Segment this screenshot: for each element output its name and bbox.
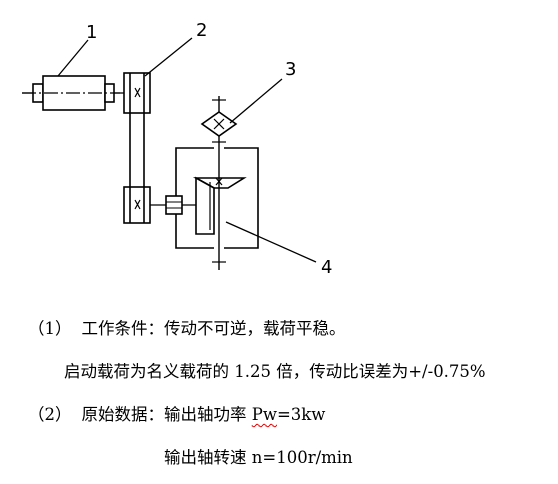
leader-line-1 [57,39,89,77]
power-symbol: Pw [251,405,277,424]
data-number: （2） [28,405,72,424]
leader-line-3 [229,78,283,124]
label-belt-drive: 2 [196,20,207,41]
leader-line-2 [144,37,193,77]
speed-line: 输出轴转速 n=100r/min [164,448,353,467]
power-value: =3kw [276,405,326,424]
motor [22,75,120,111]
transmission-diagram: 1 2 3 4 [22,20,332,278]
gearbox [165,96,259,270]
leader-line-4 [225,221,317,263]
belt-drive [123,72,151,224]
condition-line: （1） 工作条件：传动不可逆，载荷平稳。 [28,319,346,339]
coupling [200,111,238,137]
label-coupling: 3 [285,59,296,80]
label-gearbox: 4 [321,257,332,278]
label-motor: 1 [86,22,97,43]
condition-number: （1） [28,319,72,338]
data-lead-text: 原始数据：输出轴功率 [81,405,252,424]
condition-detail-line: 启动载荷为名义载荷的 1.25 倍，传动比误差为+/-0.75% [64,362,486,381]
data-line: （2） 原始数据：输出轴功率 Pw=3kw [28,405,325,425]
condition-text: 工作条件：传动不可逆，载荷平稳。 [81,319,346,338]
